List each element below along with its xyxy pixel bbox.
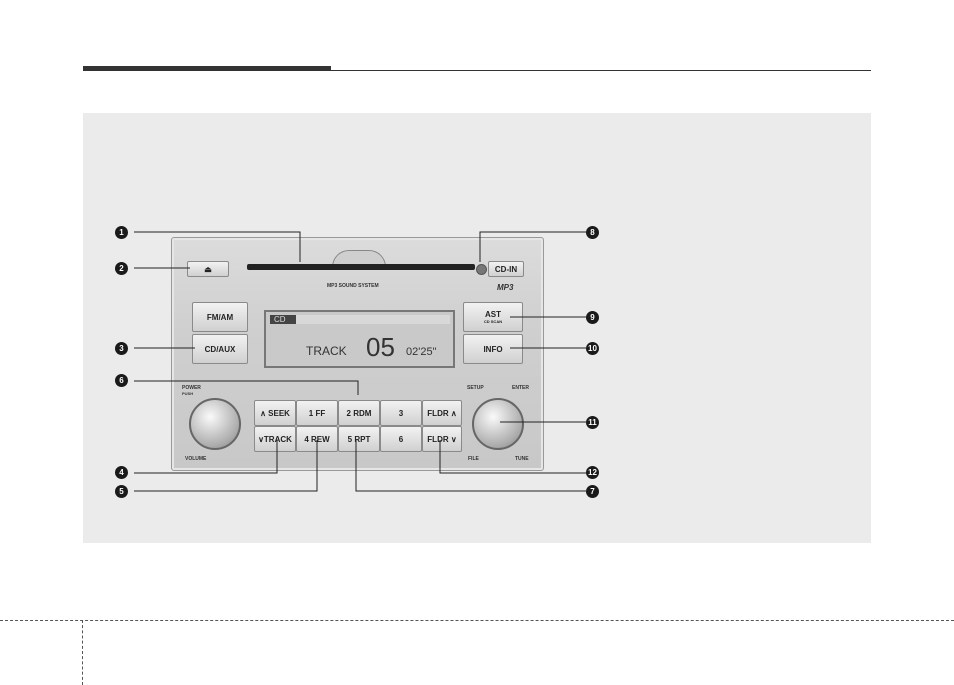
leader-8 [480,232,586,262]
callout-4: 4 [115,466,128,479]
callout-10: 10 [586,342,599,355]
callout-2: 2 [115,262,128,275]
callout-3: 3 [115,342,128,355]
callout-11: 11 [586,416,599,429]
callout-8: 8 [586,226,599,239]
callout-7: 7 [586,485,599,498]
callout-12: 12 [586,466,599,479]
leader-12 [440,440,586,473]
leader-5 [134,440,317,491]
leader-1 [134,232,300,262]
callout-6: 6 [115,374,128,387]
leader-4 [134,440,277,473]
callout-1: 1 [115,226,128,239]
leader-7 [356,440,586,491]
callout-5: 5 [115,485,128,498]
leader-6 [134,381,358,395]
callout-9: 9 [586,311,599,324]
